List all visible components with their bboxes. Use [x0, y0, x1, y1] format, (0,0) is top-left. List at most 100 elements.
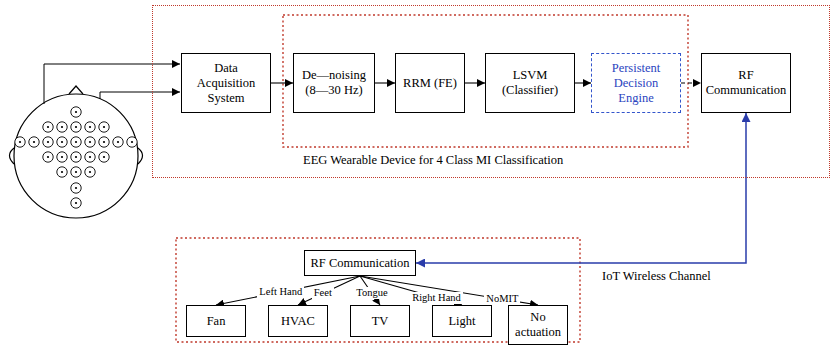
edge-label: NoMIT	[484, 293, 520, 305]
electrode	[57, 167, 67, 177]
nose	[69, 86, 83, 94]
electrode-center	[103, 126, 105, 128]
processing-group-outline	[283, 15, 688, 147]
electrode-center	[19, 141, 21, 143]
left-ear	[10, 148, 15, 164]
electrode	[85, 167, 95, 177]
electrode-grid	[15, 107, 137, 208]
electrode	[71, 183, 81, 193]
electrode-center	[47, 156, 49, 158]
edge-label: IoT Wireless Channel	[600, 269, 713, 283]
electrode-center	[75, 156, 77, 158]
electrode-center	[61, 126, 63, 128]
electrode-center	[89, 171, 91, 173]
process-box: De—noising (8—30 Hz)	[293, 53, 375, 113]
box-label: LSVM (Classifier)	[489, 68, 571, 98]
process-box: LSVM (Classifier)	[485, 53, 575, 113]
electrode	[29, 137, 39, 147]
device-region: EEG Wearable Device for 4 Class MI Class…	[152, 5, 830, 178]
process-box: RRM (FE)	[395, 53, 465, 113]
box-label: Persistent Decision Engine	[595, 61, 677, 106]
electrode-center	[75, 171, 77, 173]
appliance-group-outline	[176, 238, 580, 342]
flow-arrow	[575, 82, 591, 83]
electrode-center	[89, 156, 91, 158]
electrode-center	[89, 141, 91, 143]
electrode	[71, 152, 81, 162]
flow-arrow	[216, 276, 360, 305]
box-label: RF Communication	[311, 256, 410, 271]
electrode	[71, 167, 81, 177]
flow-arrow	[681, 82, 701, 83]
box-label: Light	[448, 314, 475, 329]
electrode	[71, 137, 81, 147]
electrode-center	[117, 141, 119, 143]
flow-arrow	[375, 82, 395, 83]
wireless-link	[416, 113, 746, 263]
eeg-wire	[100, 92, 180, 99]
electrode-center	[103, 141, 105, 143]
region-title: EEG Wearable Device for 4 Class MI Class…	[303, 153, 563, 168]
edge-label: Tongue	[354, 287, 389, 299]
electrode	[71, 122, 81, 132]
process-box: Persistent Decision Engine	[591, 53, 681, 113]
electrode	[99, 137, 109, 147]
head-outline	[14, 94, 138, 218]
process-box: HVAC	[268, 305, 328, 337]
edge-label: Left Hand	[257, 286, 304, 298]
right-ear	[138, 148, 143, 164]
electrode-center	[89, 126, 91, 128]
electrode-center	[47, 126, 49, 128]
electrode-center	[75, 202, 77, 204]
eeg-wire	[44, 64, 180, 104]
electrode	[57, 152, 67, 162]
box-label: RRM (FE)	[403, 76, 457, 91]
box-label: De—noising (8—30 Hz)	[297, 68, 371, 98]
process-box: TV	[350, 305, 410, 337]
process-box: Light	[432, 305, 492, 337]
electrode	[43, 137, 53, 147]
electrode-center	[131, 141, 133, 143]
process-box: RF Communication	[701, 53, 791, 113]
flow-arrow	[271, 82, 293, 83]
electrode	[85, 137, 95, 147]
process-box: Fan	[186, 305, 246, 337]
electrode	[71, 107, 81, 117]
box-label: Fan	[207, 314, 226, 329]
electrode-center	[75, 126, 77, 128]
box-label: HVAC	[281, 314, 315, 329]
flow-arrow	[298, 276, 360, 305]
process-box: Data Acquisition System	[181, 53, 271, 113]
electrode	[85, 152, 95, 162]
electrode	[113, 137, 123, 147]
box-label: TV	[372, 314, 389, 329]
electrode-center	[61, 156, 63, 158]
electrode	[15, 137, 25, 147]
electrode	[127, 137, 137, 147]
flow-arrow	[465, 82, 485, 83]
electrode-center	[75, 141, 77, 143]
box-label: No actuation	[512, 310, 564, 340]
electrode-center	[61, 171, 63, 173]
electrode-center	[75, 187, 77, 189]
box-label: Data Acquisition System	[185, 61, 267, 106]
electrode-center	[75, 111, 77, 113]
electrode-center	[47, 141, 49, 143]
box-label: RF Communication	[705, 68, 787, 98]
electrode	[99, 152, 109, 162]
electrode-center	[61, 141, 63, 143]
process-box: No actuation	[508, 305, 568, 345]
electrode-center	[33, 141, 35, 143]
edge-label: Feet	[312, 287, 334, 299]
electrode	[43, 122, 53, 132]
process-box: RF Communication	[304, 250, 416, 276]
electrode	[57, 137, 67, 147]
electrode	[85, 122, 95, 132]
electrode-center	[103, 156, 105, 158]
edge-label: Right Hand	[410, 292, 463, 304]
electrode	[71, 198, 81, 208]
electrode	[57, 122, 67, 132]
electrode	[99, 122, 109, 132]
electrode	[43, 152, 53, 162]
